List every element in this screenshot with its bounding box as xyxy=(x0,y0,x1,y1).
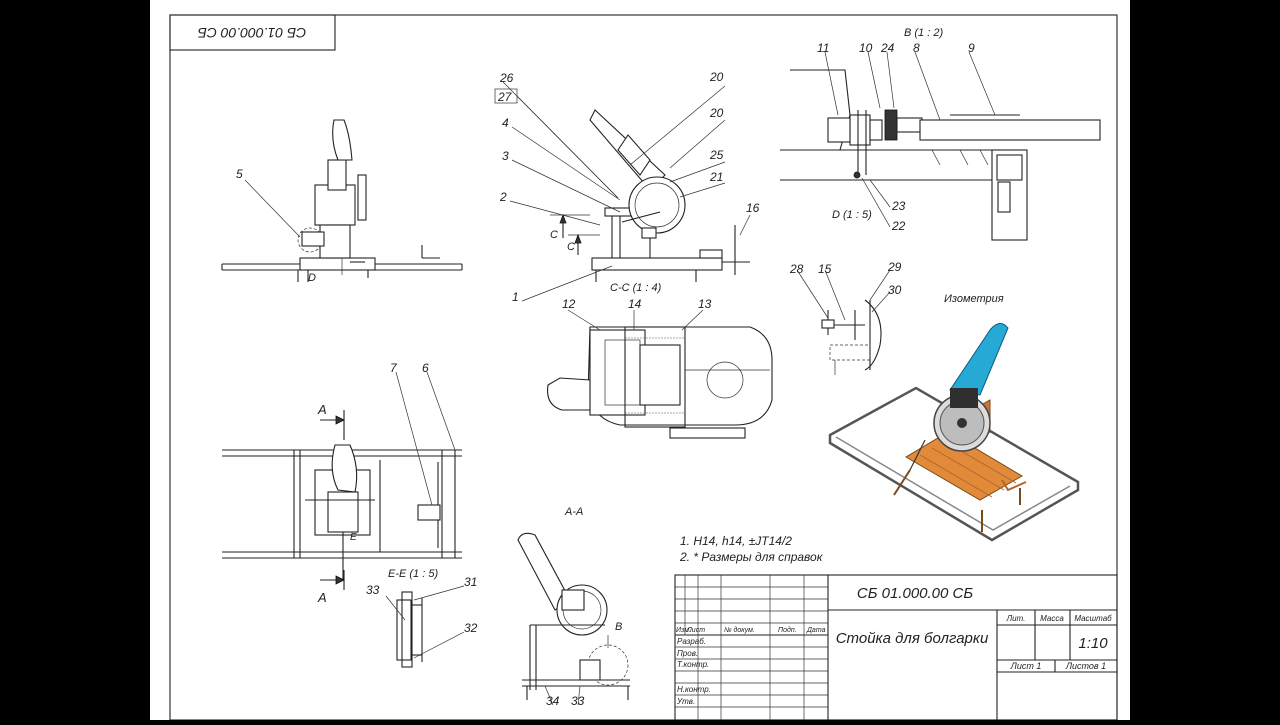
mark-b: В xyxy=(615,621,622,633)
callout-31: 31 xyxy=(464,575,477,589)
callout-33-aa: 33 xyxy=(571,694,585,708)
header-list: Лист xyxy=(686,627,705,634)
callout-16: 16 xyxy=(746,201,760,215)
side-view xyxy=(550,109,750,282)
detail-b xyxy=(780,69,1101,241)
mark-c2: С xyxy=(567,241,575,253)
callout-11: 11 xyxy=(817,41,829,55)
callout-33: 33 xyxy=(366,583,380,597)
label-detail-d: D (1 : 5) xyxy=(832,209,872,221)
label-section-aa: А-А xyxy=(564,506,583,518)
plan-view-callouts: 7 6 xyxy=(390,361,456,506)
header-sign: Подп. xyxy=(778,626,797,634)
callout-21: 21 xyxy=(709,170,723,184)
section-ee-callouts: 33 31 32 xyxy=(366,575,478,659)
header-doc: № докум. xyxy=(724,626,755,634)
detail-b-callouts: 11 10 24 8 9 23 22 xyxy=(817,41,996,233)
callout-29: 29 xyxy=(887,260,902,274)
section-ee xyxy=(396,591,423,668)
label-arrow-a-bottom: А xyxy=(317,590,327,605)
scale-value: 1:10 xyxy=(1078,635,1108,652)
detail-bracket xyxy=(821,299,882,375)
note-2: 2. * Размеры для справок xyxy=(679,550,824,564)
col-scale: Масштаб xyxy=(1074,614,1112,623)
section-aa xyxy=(517,532,630,700)
role-tkontr: Т.контр. xyxy=(677,660,709,669)
callout-7: 7 xyxy=(390,361,398,375)
callout-5: 5 xyxy=(236,167,301,238)
section-cc xyxy=(547,326,773,439)
callout-23: 23 xyxy=(891,199,906,213)
plan-view xyxy=(222,410,462,590)
role-utv: Утв. xyxy=(676,697,695,706)
title-block xyxy=(674,574,1118,721)
callout-20b: 20 xyxy=(709,106,724,120)
isometric-view xyxy=(828,323,1080,542)
callout-27: 27 xyxy=(497,90,513,104)
callout-1: 1 xyxy=(512,290,519,304)
callout-20a: 20 xyxy=(709,70,724,84)
section-cc-callouts: 12 14 13 xyxy=(562,297,712,331)
rotated-stamp-text: СБ 01.000.00 СБ xyxy=(198,25,307,41)
side-view-callouts: 26 27 4 3 2 1 20 20 25 21 16 xyxy=(494,70,760,304)
sheet-count: Листов 1 xyxy=(1065,661,1106,671)
col-lit: Лит. xyxy=(1006,614,1026,623)
callout-26: 26 xyxy=(499,71,514,85)
label-arrow-a-top: А xyxy=(317,402,327,417)
drawing-title: Стойка для болгарки xyxy=(836,630,989,647)
note-1: 1. H14, h14, ±JT14/2 xyxy=(680,534,792,548)
callout-13: 13 xyxy=(698,297,712,311)
role-nkontr: Н.контр. xyxy=(677,685,711,694)
callout-22: 22 xyxy=(891,219,906,233)
callout-3: 3 xyxy=(502,149,509,163)
label-detail-b: В (1 : 2) xyxy=(904,27,943,39)
callout-6: 6 xyxy=(422,361,429,375)
doc-code: СБ 01.000.00 СБ xyxy=(857,585,973,602)
callout-15: 15 xyxy=(818,262,832,276)
callout-12: 12 xyxy=(562,297,576,311)
section-aa-callouts: 34 33 xyxy=(544,685,585,708)
callout-34: 34 xyxy=(546,694,560,708)
label-section-ee: Е-Е (1 : 5) xyxy=(388,568,438,580)
callout-30: 30 xyxy=(888,283,902,297)
svg-text:5: 5 xyxy=(236,167,243,181)
mark-e: Е xyxy=(350,532,357,543)
detail-bracket-callouts: 28 15 29 30 xyxy=(789,260,902,321)
callout-28: 28 xyxy=(789,262,804,276)
mark-d: D xyxy=(308,272,316,284)
label-section-cc: С-С (1 : 4) xyxy=(610,282,662,294)
callout-10: 10 xyxy=(859,41,873,55)
callout-4: 4 xyxy=(502,116,509,130)
role-razrab: Разраб. xyxy=(677,637,706,646)
callout-14: 14 xyxy=(628,297,642,311)
callout-9: 9 xyxy=(968,41,975,55)
label-isometry: Изометрия xyxy=(944,293,1004,305)
header-date: Дата xyxy=(806,627,826,634)
front-view xyxy=(221,119,463,282)
drawing-canvas: СБ 01.000.00 СБ 5 D xyxy=(169,14,1118,721)
rotated-stamp-box: СБ 01.000.00 СБ xyxy=(169,14,336,51)
header-izm: Изм. xyxy=(676,627,691,634)
callout-8: 8 xyxy=(913,41,920,55)
callout-24: 24 xyxy=(880,41,895,55)
mark-c1: С xyxy=(550,229,558,241)
callout-25: 25 xyxy=(709,148,724,162)
callout-2: 2 xyxy=(499,190,507,204)
col-mass: Масса xyxy=(1040,614,1064,623)
callout-32: 32 xyxy=(464,621,478,635)
sheet-number: Лист 1 xyxy=(1010,661,1042,671)
drawing-sheet: СБ 01.000.00 СБ 5 D xyxy=(150,0,1130,721)
role-prov: Пров. xyxy=(677,649,698,658)
